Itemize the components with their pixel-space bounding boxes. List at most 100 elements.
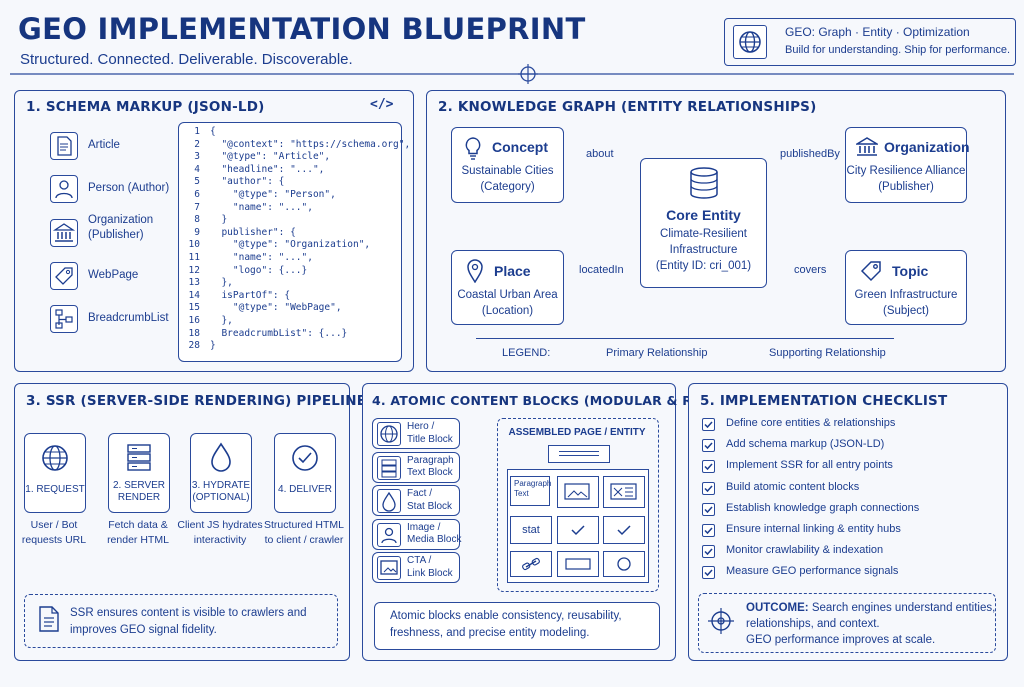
checkbox[interactable] — [702, 481, 715, 495]
outcome-text: OUTCOME: Search engines understand entit… — [746, 600, 995, 648]
checkbox[interactable] — [702, 545, 715, 559]
schema-item-label: Article — [88, 139, 120, 151]
legend-primary: Primary Relationship — [606, 347, 708, 359]
ssr-step-label: 4. DELIVER — [278, 484, 332, 495]
ssr-step-card: 1. REQUEST — [24, 433, 86, 513]
code-line-text: "headline": "...", — [210, 163, 325, 175]
atomic-note: Atomic blocks enable consistency, reusab… — [390, 610, 622, 639]
atomic-block-label: Hero / Title Block — [407, 421, 453, 445]
schema-item-label: WebPage — [88, 269, 139, 281]
atomic-block[interactable]: Paragraph Text Block — [372, 451, 460, 483]
ssr-note-box — [24, 594, 338, 648]
tagline-line1: GEO: Graph · Entity · Optimization — [785, 25, 970, 39]
code-line-text: "@type": "WebPage", — [210, 302, 342, 314]
core-entity-node[interactable]: Core Entity Climate-Resilient Infrastruc… — [640, 158, 767, 288]
assembled-hero — [548, 445, 610, 463]
building-icon — [50, 219, 78, 247]
assembled-media — [603, 551, 645, 577]
assembled-page-box — [497, 418, 659, 592]
code-line-number: 9 — [194, 226, 200, 238]
ssr-step-desc: User / Bot requests URL — [21, 519, 87, 546]
checklist-item: Add schema markup (JSON-LD) — [726, 438, 885, 451]
outcome-label: OUTCOME: — [746, 602, 809, 614]
core-l3: (Entity ID: cri_001) — [655, 260, 752, 272]
checkbox[interactable] — [702, 566, 715, 580]
concept-l1: Sustainable Cities — [461, 165, 554, 177]
checkbox[interactable] — [702, 460, 715, 474]
topic-node[interactable]: Topic Green Infrastructure (Subject) — [845, 250, 967, 325]
code-line-text: publisher": { — [210, 226, 296, 238]
checklist-item: Ensure internal linking & entity hubs — [726, 523, 901, 535]
legend-label: LEGEND: — [502, 347, 551, 359]
assembled-image-1 — [557, 476, 599, 508]
ssr-step-label: 2. SERVER RENDER — [112, 480, 166, 503]
ssr-step-desc: Structured HTML to client / crawler — [264, 519, 344, 546]
checkbox[interactable] — [702, 524, 715, 537]
graph-title: 2. KNOWLEDGE GRAPH (ENTITY RELATIONSHIPS… — [438, 99, 817, 115]
checklist-item: Define core entities & relationships — [726, 417, 896, 429]
atomic-block[interactable]: Image / Media Block — [372, 518, 461, 550]
code-line-text: "author": { — [210, 176, 285, 188]
organization-node[interactable]: Organization City Resilience Alliance (P… — [845, 127, 970, 203]
atomic-note-box — [374, 602, 660, 650]
code-line-text: "@context": "https://schema.org", — [210, 138, 411, 150]
place-title: Place — [494, 263, 531, 279]
atomic-block-label: CTA / Link Block — [407, 555, 453, 579]
core-title: Core Entity — [666, 207, 741, 223]
checkbox[interactable] — [702, 418, 715, 431]
checklist-item: Build atomic content blocks — [726, 480, 860, 493]
code-line-text: }, — [210, 315, 233, 326]
code-line-text: } — [210, 340, 216, 352]
code-line-number: 7 — [194, 201, 200, 213]
assembled-label: ASSEMBLED PAGE / ENTITY — [508, 427, 646, 438]
atomic-title: 4. ATOMIC CONTENT BLOCKS (MODULAR & REUS… — [372, 393, 763, 408]
edge-covers: covers — [794, 264, 827, 276]
assembled-paragraph: Paragraph Text — [510, 476, 551, 506]
ssr-step-card: 4. DELIVER — [274, 433, 336, 513]
person-icon — [50, 175, 78, 203]
code-line-text: } — [210, 214, 228, 226]
assembled-image-2 — [603, 476, 645, 508]
checklist-item: Implement SSR for all entry points — [726, 459, 893, 472]
atomic-block[interactable]: CTA / Link Block — [372, 552, 460, 583]
schema-item-label: BreadcrumbList — [88, 312, 169, 324]
ssr-step-card: 3. HYDRATE (OPTIONAL) — [190, 433, 252, 513]
atomic-block[interactable]: Fact / Stat Block — [372, 485, 460, 516]
assembled-check-1 — [557, 516, 599, 544]
outcome-l3: GEO performance improves at scale. — [746, 634, 936, 646]
code-line-number: 1 — [194, 126, 200, 137]
code-line-text: { — [210, 126, 216, 137]
code-line-number: 4 — [194, 163, 200, 175]
code-line-number: 5 — [194, 176, 200, 188]
globe-icon — [733, 25, 767, 59]
checkbox[interactable] — [702, 439, 715, 453]
concept-l2: (Category) — [480, 181, 535, 193]
code-line-number: 14 — [188, 289, 200, 301]
concept-node[interactable]: Concept Sustainable Cities (Category) — [451, 127, 564, 203]
checklist-title: 5. IMPLEMENTATION CHECKLIST — [700, 393, 948, 409]
ssr-step-desc: Fetch data & render HTML — [107, 519, 169, 546]
ssr-panel — [14, 383, 350, 661]
atomic-block[interactable]: Hero / Title Block — [372, 418, 460, 449]
image-icon — [377, 556, 401, 580]
topic-title: Topic — [892, 263, 929, 279]
legend-divider — [476, 338, 894, 339]
checkbox[interactable] — [702, 502, 715, 516]
core-l2: Infrastructure — [669, 244, 738, 256]
outcome-box — [698, 593, 996, 653]
code-line-number: 15 — [188, 302, 200, 314]
code-line-text: }, — [210, 277, 233, 289]
place-node[interactable]: Place Coastal Urban Area (Location) — [451, 250, 564, 325]
document-icon — [50, 132, 78, 160]
topic-l2: (Subject) — [882, 305, 930, 317]
place-l1: Coastal Urban Area — [457, 289, 558, 301]
tag-icon — [50, 262, 78, 290]
atomic-block-label: Fact / Stat Block — [407, 488, 453, 512]
ssr-note: SSR ensures content is visible to crawle… — [70, 607, 307, 636]
legend-supporting: Supporting Relationship — [769, 347, 886, 359]
code-line-text: isPartOf": { — [210, 289, 291, 301]
schema-item-label: Person (Author) — [88, 182, 170, 194]
ssr-title: 3. SSR (SERVER-SIDE RENDERING) PIPELINE — [26, 393, 367, 409]
core-l1: Climate-Resilient — [660, 228, 747, 240]
code-line-text: "name": "...", — [210, 252, 313, 263]
